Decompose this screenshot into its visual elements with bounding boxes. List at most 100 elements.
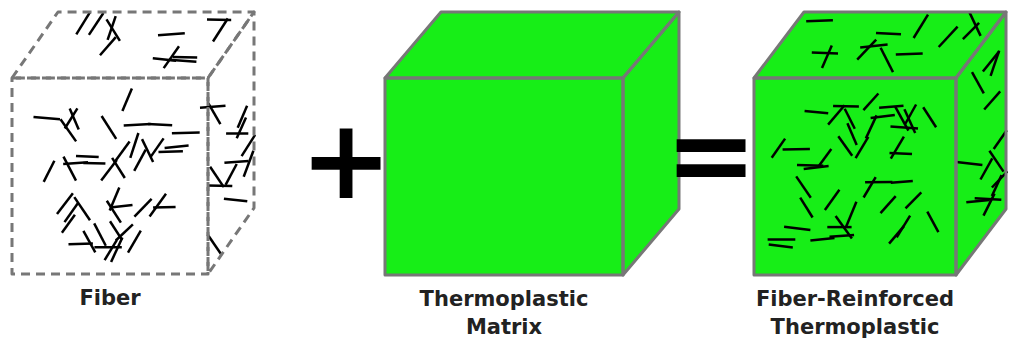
- fiber-stroke: [44, 161, 55, 182]
- fiber-stroke: [860, 44, 887, 47]
- fiber-stroke: [226, 164, 237, 185]
- fiber-stroke: [989, 151, 1003, 172]
- cube-shape: [10, 10, 256, 276]
- fiber-stroke: [866, 115, 877, 138]
- fiber-stroke: [142, 139, 153, 162]
- fiber-stroke: [107, 201, 121, 223]
- fiber-stroke: [984, 194, 995, 216]
- fiber-stroke: [101, 160, 117, 181]
- fiber-stroke: [864, 177, 876, 197]
- fiber-stroke: [927, 212, 938, 233]
- fiber-stroke: [863, 94, 878, 111]
- fiber-stroke: [134, 150, 146, 171]
- fiber-stroke: [74, 197, 90, 220]
- cube-label: Fiber-Reinforced Thermoplastic: [752, 285, 958, 341]
- fiber-stroke: [165, 146, 189, 148]
- fiber-stroke: [956, 162, 982, 165]
- fiber-stroke: [984, 91, 1000, 109]
- fiber-stroke: [224, 161, 248, 163]
- cube-edge: [208, 12, 254, 274]
- fiber-stroke: [822, 45, 832, 68]
- fiber-stroke: [148, 124, 172, 125]
- fiber-stroke: [846, 202, 857, 228]
- fiber-stroke: [876, 33, 901, 34]
- fiber-stroke: [158, 33, 185, 35]
- fiber-stroke: [881, 196, 896, 213]
- fiber-stroke: [105, 240, 117, 260]
- cube-edge: [956, 12, 1006, 275]
- fiber-stroke: [830, 235, 855, 237]
- fiber-stroke: [923, 107, 936, 127]
- fiber-stroke: [939, 27, 958, 47]
- fiber-stroke: [102, 116, 117, 139]
- label-holder: Fiber-Reinforced Thermoplastic: [752, 285, 958, 341]
- fiber-stroke: [897, 216, 910, 238]
- fiber-stroke: [94, 223, 106, 245]
- operator-symbol: =: [665, 100, 757, 210]
- fiber-stroke: [845, 109, 855, 129]
- fiber-stroke: [57, 193, 73, 214]
- fiber-stroke: [159, 150, 183, 153]
- cube-top: [12, 12, 254, 78]
- fiber-stroke: [914, 15, 928, 38]
- fiber-stroke: [896, 53, 923, 54]
- fiber-stroke: [164, 46, 179, 68]
- fiber-stroke: [891, 181, 913, 183]
- cube-side: [208, 12, 254, 274]
- fiber-stroke: [904, 109, 915, 133]
- fiber-stroke: [226, 132, 248, 135]
- fiber-stroke: [116, 224, 133, 240]
- cube-side: [956, 12, 1006, 275]
- operator-symbol: +: [300, 105, 392, 215]
- fiber-stroke: [153, 58, 176, 60]
- fiber-stroke: [122, 89, 131, 112]
- fiber-stroke: [833, 105, 859, 108]
- fiber-stroke: [213, 19, 228, 42]
- fiber-stroke: [804, 166, 829, 169]
- fiber-stroke: [89, 13, 104, 35]
- fiber-stroke: [769, 245, 793, 248]
- cube-node: Fiber: [10, 10, 256, 356]
- cube-edge: [12, 12, 254, 78]
- cube-edge: [385, 12, 679, 78]
- fiber-stroke: [111, 237, 122, 262]
- fiber-stroke: [825, 190, 840, 210]
- fiber-stroke: [76, 12, 90, 34]
- fiber-stroke: [83, 231, 95, 253]
- cube-label: Thermoplastic Matrix: [419, 285, 589, 341]
- cube-front: [385, 78, 623, 275]
- cube-shape: [383, 10, 681, 277]
- fiber-stroke: [827, 226, 851, 229]
- fiber-stroke: [812, 51, 838, 54]
- cube-front: [12, 78, 208, 274]
- label-holder: Thermoplastic Matrix: [383, 285, 625, 341]
- fiber-stroke: [70, 109, 79, 130]
- cube-edge: [385, 78, 623, 275]
- fiber-stroke: [200, 106, 226, 108]
- fiber-stroke: [100, 37, 116, 55]
- fiber-stroke: [208, 235, 221, 254]
- fiber-stroke: [134, 199, 151, 217]
- fiber-stroke: [224, 199, 247, 202]
- fiber-stroke: [110, 205, 132, 207]
- fiber-stroke: [906, 192, 922, 208]
- cube-edge: [754, 12, 1006, 78]
- fiber-stroke: [991, 51, 1000, 76]
- fiber-stroke: [838, 136, 852, 155]
- fiber-stroke: [806, 20, 833, 21]
- fiber-stroke: [69, 242, 93, 245]
- fiber-stroke: [115, 142, 130, 163]
- fiber-stroke: [64, 157, 77, 181]
- fiber-stroke: [207, 184, 232, 187]
- fiber-stroke: [172, 131, 200, 134]
- fiber-stroke: [108, 16, 116, 40]
- fiber-stroke: [857, 40, 876, 60]
- fiber-stroke: [124, 124, 151, 125]
- cube-shape: [752, 10, 1008, 277]
- fiber-stroke: [34, 117, 61, 119]
- fiber-stroke: [879, 106, 903, 108]
- fiber-stroke: [970, 12, 981, 36]
- cube-front: [754, 78, 956, 275]
- fiber-stroke: [210, 167, 224, 187]
- fiber-stroke: [881, 48, 893, 72]
